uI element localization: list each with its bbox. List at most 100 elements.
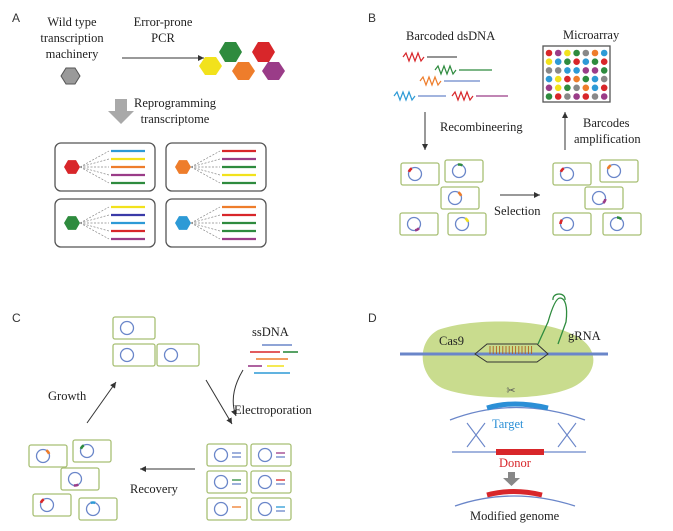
regulator-hexagon-icon [64, 160, 80, 174]
bacterial-cell [584, 186, 624, 210]
microarray-spot [564, 93, 571, 100]
donor-label: Donor [499, 456, 532, 470]
microarray-spot [591, 67, 599, 74]
wild-type-line1: Wild type [47, 15, 97, 29]
cas9-blob [422, 321, 594, 398]
microarray-spot [573, 58, 580, 65]
bacterial-cell [78, 497, 118, 521]
reprogramming-line1: Reprogramming [134, 96, 217, 110]
microarray-spot [573, 49, 580, 57]
microarray-spot [582, 58, 590, 65]
hexagon-purple-icon [262, 62, 285, 80]
microarray-spot [573, 93, 580, 100]
plasmid-circle [119, 347, 135, 363]
plasmid-circle [591, 190, 607, 206]
microarray-spot [582, 67, 590, 74]
microarray-spot [554, 58, 562, 65]
microarray-spot [545, 58, 553, 65]
panel-a-label: A [12, 11, 20, 25]
panel-d: D Cas9 gRNA ✂ Target Donor Modified geno… [368, 293, 608, 523]
microarray-spot [591, 75, 599, 83]
regulation-edge [190, 158, 221, 168]
barcoded-dsdna-label: Barcoded dsDNA [406, 29, 495, 43]
microarray-dots [545, 49, 608, 100]
plasmid-circle [257, 501, 273, 517]
modified-insert [486, 489, 543, 498]
bacterial-cell [32, 493, 72, 517]
recovery-label: Recovery [130, 482, 179, 496]
barcode-insert [73, 483, 79, 487]
selection-label: Selection [494, 204, 541, 218]
bacterial-cell [552, 162, 592, 186]
regulator-hexagon-icon [64, 216, 80, 230]
bacterial-cell [400, 162, 440, 186]
plasmid-circle [213, 447, 229, 463]
growth-arrow [86, 381, 117, 424]
reprogramming-line2: transcriptome [141, 112, 210, 126]
microarray-spot [545, 75, 553, 83]
hexagon-red-icon [252, 42, 275, 62]
growth-label: Growth [48, 389, 87, 403]
wild-type-hexagon-icon [60, 67, 81, 85]
barcode-insert [602, 198, 607, 204]
panel-c-cells [28, 316, 292, 521]
barcoded-dsdna-strands [393, 51, 508, 102]
target-genome-arc [449, 406, 586, 421]
wild-type-line3: machinery [46, 47, 100, 61]
bacterial-cell [72, 439, 112, 463]
bacterial-cell [444, 159, 484, 183]
cut-scissors-icon: ✂ [506, 384, 515, 397]
microarray-spot [554, 75, 562, 83]
plasmid-circle [163, 347, 179, 363]
microarray-spot [600, 84, 608, 92]
microarray-spot [591, 93, 599, 100]
error-prone-line1: Error-prone [134, 15, 193, 29]
microarray-spot [564, 58, 571, 65]
regulation-edge [79, 158, 110, 168]
bacterial-cell [399, 212, 439, 236]
barcode-insert [457, 191, 463, 197]
electroporation-label: Electroporation [234, 403, 312, 417]
modified-genome-arc [454, 495, 576, 507]
recombineering-label: Recombineering [440, 120, 523, 134]
microarray-spot [600, 58, 608, 65]
microarray-spot [564, 67, 571, 74]
ssdna-curved-arrow [231, 369, 244, 417]
bacterial-cell [552, 212, 592, 236]
microarray-spot [591, 84, 599, 92]
ssdna-strands [248, 344, 298, 374]
barcode-insert [606, 164, 612, 170]
regulation-edge [190, 214, 221, 224]
grna-label: gRNA [568, 329, 601, 343]
microarray-spot [582, 84, 590, 92]
barcode-insert [616, 216, 623, 221]
panel-c: C ssDNA Electroporation Recovery Growth [12, 311, 312, 521]
regulation-edge [79, 214, 110, 224]
barcode-insert [457, 163, 463, 167]
bacterial-cell [60, 467, 100, 491]
grna-hairpin [537, 297, 568, 345]
wild-type-line2: transcription [40, 31, 104, 45]
dna-bubble [474, 343, 549, 363]
regulator-hexagon-icon [175, 216, 191, 230]
barcode-insert [414, 227, 420, 232]
barcode-insert [39, 498, 45, 504]
transcriptome-boxes [54, 142, 267, 248]
panel-b-cells [399, 159, 642, 236]
plasmid-circle [257, 447, 273, 463]
electroporation-arrow [205, 379, 233, 425]
plasmid-circle [213, 474, 229, 490]
target-label: Target [492, 417, 524, 431]
bacterial-cell [28, 444, 68, 468]
plasmid-circle [406, 216, 422, 232]
barcode-insert [559, 167, 565, 173]
microarray-spot [600, 75, 608, 83]
modified-genome-label: Modified genome [470, 509, 560, 523]
panel-c-label: C [12, 311, 21, 325]
hexagon-orange-icon [232, 62, 255, 80]
panel-b-label: B [368, 11, 376, 25]
microarray-spot [545, 67, 553, 74]
regulation-edge [190, 166, 221, 176]
barcode-insert [407, 167, 413, 173]
plasmid-circle [213, 501, 229, 517]
